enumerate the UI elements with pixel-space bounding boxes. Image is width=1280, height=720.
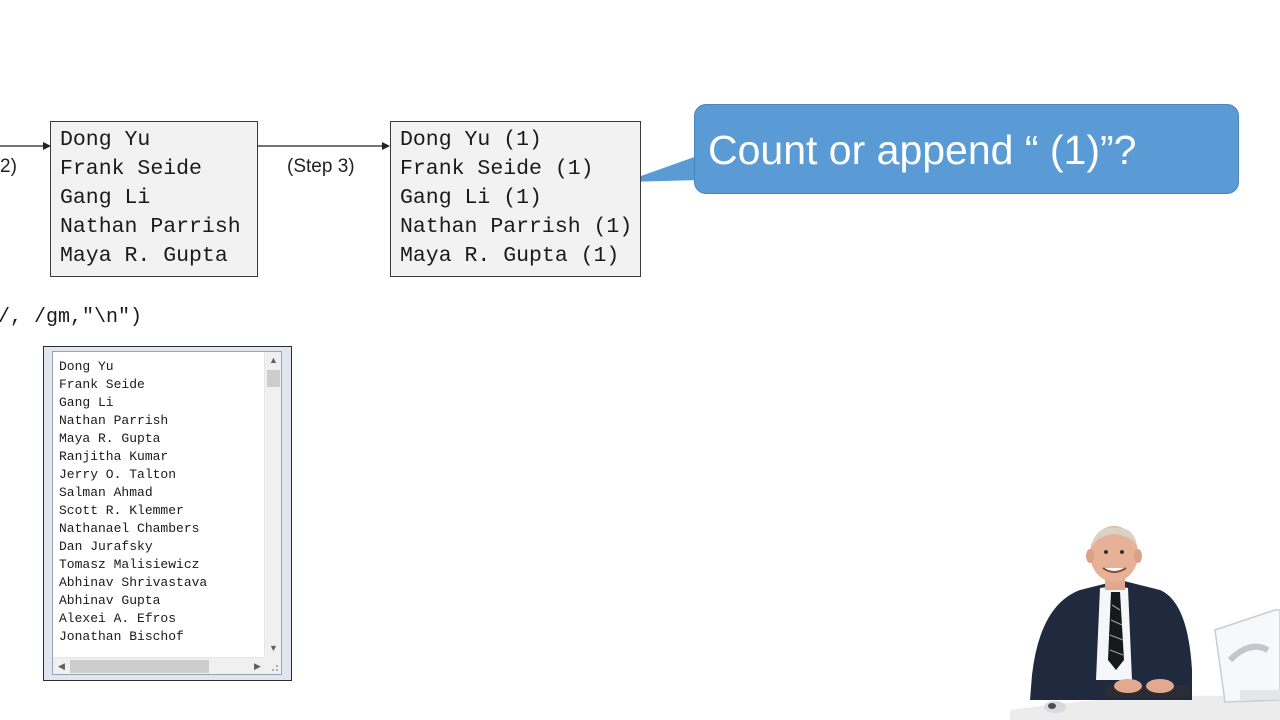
- list-item[interactable]: Dong Yu: [59, 359, 114, 374]
- names-listbox[interactable]: Dong Yu Frank Seide Gang Li Nathan Parri…: [52, 351, 282, 675]
- list-item[interactable]: Salman Ahmad: [59, 485, 153, 500]
- list-item[interactable]: Nathanael Chambers: [59, 521, 200, 536]
- chevron-down-icon[interactable]: ▼: [269, 643, 278, 653]
- list-item[interactable]: Scott R. Klemmer: [59, 503, 184, 518]
- list-item[interactable]: Jonathan Bischof: [59, 629, 184, 644]
- callout-pointer: [624, 155, 700, 182]
- regex-code-line: /, /gm,"\n"): [0, 306, 143, 329]
- counted-box-line: Dong Yu (1): [400, 128, 542, 152]
- list-item[interactable]: Ranjitha Kumar: [59, 449, 169, 464]
- names-box-line: Gang Li: [60, 186, 151, 210]
- chevron-left-icon[interactable]: ◀: [58, 661, 65, 671]
- counted-box-line: Frank Seide (1): [400, 157, 594, 181]
- list-item[interactable]: Abhinav Shrivastava: [59, 575, 208, 590]
- list-item[interactable]: Nathan Parrish: [59, 413, 169, 428]
- counted-names-box: Dong Yu (1) Frank Seide (1) Gang Li (1) …: [390, 121, 641, 277]
- list-item[interactable]: Jerry O. Talton: [59, 467, 177, 482]
- counted-box-line: Gang Li (1): [400, 186, 542, 210]
- listbox-items: Dong Yu Frank Seide Gang Li Nathan Parri…: [59, 358, 207, 646]
- names-box-line: Dong Yu: [60, 128, 151, 152]
- businessman-at-computer-photo: [1010, 526, 1280, 720]
- step3-label: (Step 3): [287, 156, 355, 177]
- names-box: Dong Yu Frank Seide Gang Li Nathan Parri…: [50, 121, 258, 277]
- callout-bubble: Count or append “ (1)”?: [694, 104, 1239, 194]
- vertical-scroll-thumb[interactable]: [267, 370, 280, 387]
- list-item[interactable]: Abhinav Gupta: [59, 593, 161, 608]
- arrow-into-names-box: [0, 142, 51, 150]
- step2-label: 2): [0, 156, 17, 177]
- names-box-line: Maya R. Gupta: [60, 244, 228, 268]
- grip-dots-icon: [272, 665, 278, 671]
- horizontal-scrollbar[interactable]: ◀ ▶: [53, 657, 266, 674]
- list-item[interactable]: Frank Seide: [59, 377, 145, 392]
- chevron-right-icon[interactable]: ▶: [254, 661, 261, 671]
- list-item[interactable]: Tomasz Malisiewicz: [59, 557, 200, 572]
- vertical-scrollbar[interactable]: ▲ ▼: [264, 352, 281, 657]
- chevron-up-icon[interactable]: ▲: [269, 355, 278, 365]
- names-box-line: Nathan Parrish: [60, 215, 241, 239]
- list-item[interactable]: Alexei A. Efros: [59, 611, 177, 626]
- list-item[interactable]: Gang Li: [59, 395, 114, 410]
- names-box-line: Frank Seide: [60, 157, 202, 181]
- flow-arrows: [0, 142, 700, 182]
- arrow-step3: [258, 142, 390, 150]
- counted-box-line: Maya R. Gupta (1): [400, 244, 620, 268]
- list-item[interactable]: Dan Jurafsky: [59, 539, 153, 554]
- counted-box-line: Nathan Parrish (1): [400, 215, 633, 239]
- resize-grip-icon[interactable]: [264, 657, 281, 674]
- horizontal-scroll-thumb[interactable]: [70, 660, 209, 673]
- list-item[interactable]: Maya R. Gupta: [59, 431, 161, 446]
- listbox-window: Dong Yu Frank Seide Gang Li Nathan Parri…: [43, 346, 292, 681]
